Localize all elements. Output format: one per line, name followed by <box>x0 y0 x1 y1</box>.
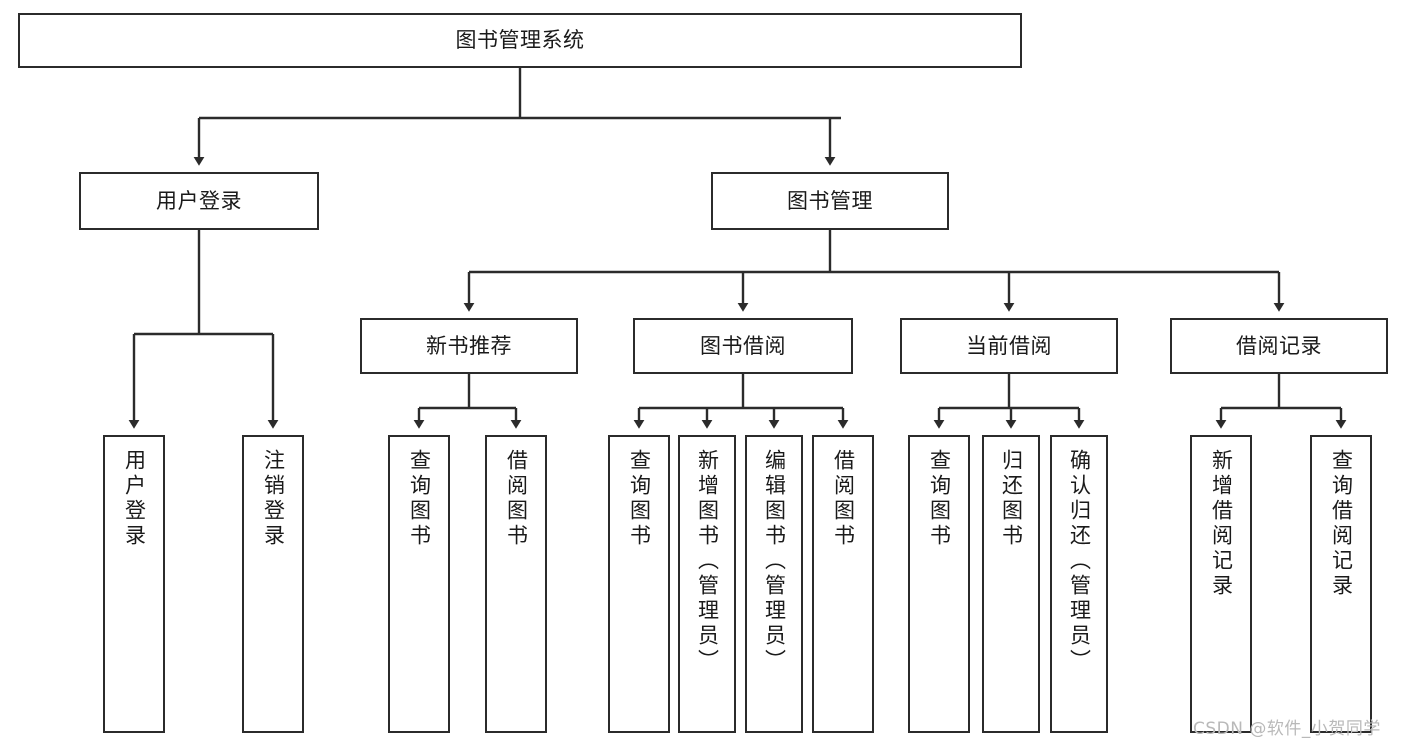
node-user-login-label: 用户登录 <box>156 188 242 213</box>
node-root-label: 图书管理系统 <box>455 28 585 53</box>
node-leaf-query-record[interactable]: 查询借阅记录 <box>1310 435 1372 733</box>
node-new-book-rec-label: 新书推荐 <box>426 333 512 358</box>
node-leaf-borrow-book-1[interactable]: 借阅图书 <box>485 435 547 733</box>
node-leaf-return-book-label: 归还图书 <box>999 449 1024 549</box>
node-leaf-query-book-3-label: 查询图书 <box>927 449 952 549</box>
node-leaf-confirm-return-label: 确认归还（管理员） <box>1067 449 1092 674</box>
node-book-borrow-label: 图书借阅 <box>700 333 786 358</box>
node-book-manage[interactable]: 图书管理 <box>711 172 949 230</box>
node-leaf-add-book[interactable]: 新增图书（管理员） <box>678 435 736 733</box>
node-user-login[interactable]: 用户登录 <box>79 172 319 230</box>
node-leaf-user-logout-label: 注销登录 <box>261 449 286 549</box>
node-leaf-edit-book-label: 编辑图书（管理员） <box>762 449 787 674</box>
node-leaf-query-book-1[interactable]: 查询图书 <box>388 435 450 733</box>
node-borrow-record-label: 借阅记录 <box>1236 333 1322 358</box>
node-leaf-query-book-2[interactable]: 查询图书 <box>608 435 670 733</box>
node-book-manage-label: 图书管理 <box>787 188 873 213</box>
node-leaf-query-book-1-label: 查询图书 <box>407 449 432 549</box>
node-leaf-query-book-2-label: 查询图书 <box>627 449 652 549</box>
node-leaf-return-book[interactable]: 归还图书 <box>982 435 1040 733</box>
node-leaf-query-record-label: 查询借阅记录 <box>1329 449 1354 599</box>
node-book-borrow[interactable]: 图书借阅 <box>633 318 853 374</box>
node-new-book-rec[interactable]: 新书推荐 <box>360 318 578 374</box>
node-leaf-add-record-label: 新增借阅记录 <box>1209 449 1234 599</box>
node-leaf-user-logout[interactable]: 注销登录 <box>242 435 304 733</box>
node-root[interactable]: 图书管理系统 <box>18 13 1022 68</box>
node-leaf-query-book-3[interactable]: 查询图书 <box>908 435 970 733</box>
node-leaf-edit-book[interactable]: 编辑图书（管理员） <box>745 435 803 733</box>
node-leaf-confirm-return[interactable]: 确认归还（管理员） <box>1050 435 1108 733</box>
node-leaf-add-book-label: 新增图书（管理员） <box>695 449 720 674</box>
node-leaf-borrow-book-2[interactable]: 借阅图书 <box>812 435 874 733</box>
node-leaf-user-login-label: 用户登录 <box>122 449 147 549</box>
node-current-borrow-label: 当前借阅 <box>966 333 1052 358</box>
node-current-borrow[interactable]: 当前借阅 <box>900 318 1118 374</box>
watermark: CSDN @软件_小贺同学 <box>1193 719 1381 739</box>
node-leaf-borrow-book-2-label: 借阅图书 <box>831 449 856 549</box>
node-leaf-user-login[interactable]: 用户登录 <box>103 435 165 733</box>
node-leaf-add-record[interactable]: 新增借阅记录 <box>1190 435 1252 733</box>
node-leaf-borrow-book-1-label: 借阅图书 <box>504 449 529 549</box>
node-borrow-record[interactable]: 借阅记录 <box>1170 318 1388 374</box>
